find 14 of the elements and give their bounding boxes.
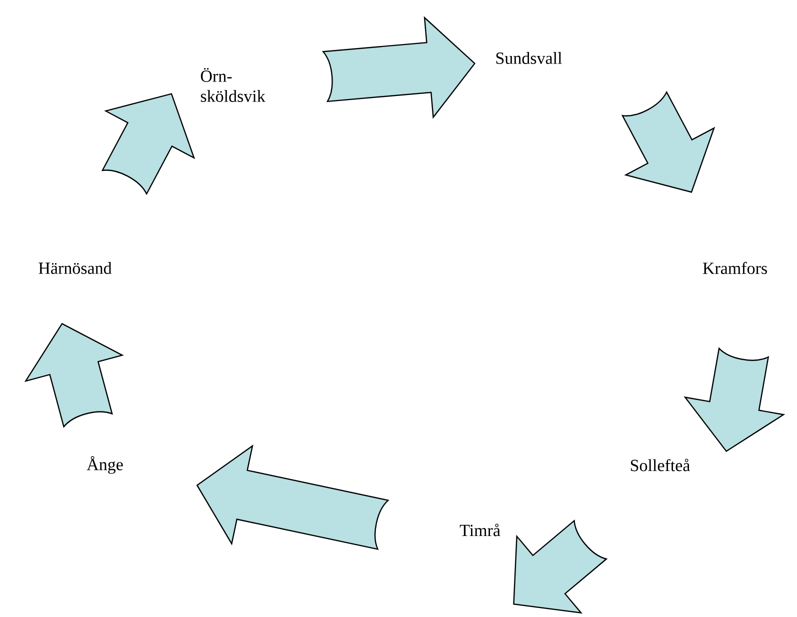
block-arrow <box>102 93 195 194</box>
block-arrow <box>684 348 784 452</box>
city-label: Sollefteå <box>630 458 690 472</box>
block-arrow <box>513 520 607 614</box>
city-label: Örn- sköldsvik <box>200 68 266 102</box>
block-arrow <box>322 17 476 118</box>
block-arrow <box>196 445 389 550</box>
city-label: Timrå <box>460 524 500 536</box>
city-label: Härnösand <box>38 262 112 274</box>
city-label: Sundsvall <box>496 52 562 64</box>
block-arrow <box>622 92 715 193</box>
city-label: Kramfors <box>702 262 767 274</box>
city-label: Ånge <box>86 456 123 474</box>
block-arrow <box>25 323 123 428</box>
